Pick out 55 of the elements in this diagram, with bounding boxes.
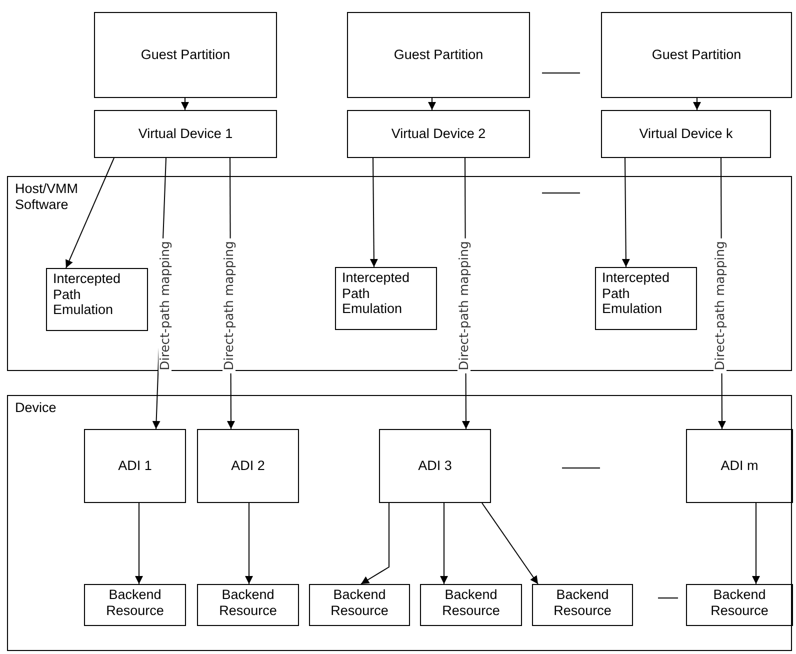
node-label: Guest Partition	[140, 47, 230, 63]
backend-resource-box	[420, 584, 522, 626]
node-label: Guest Partition	[652, 47, 742, 63]
guest-partition-box	[601, 12, 792, 98]
node-label: Intercepted Path Emulation	[53, 271, 122, 318]
adi-box	[197, 429, 299, 503]
virtual-device-box	[347, 110, 530, 158]
arrow	[440, 502, 448, 584]
node-label: ADI 3	[418, 458, 452, 474]
virtual-device-box	[601, 110, 771, 158]
adi-box	[686, 429, 793, 503]
backend-resource-box	[197, 584, 299, 626]
node-label: Backend Resource	[441, 587, 501, 618]
node-label: Host/VMM Software	[15, 181, 80, 212]
node-label: Device	[15, 400, 56, 416]
layer-band	[7, 395, 792, 651]
emulation-box	[335, 267, 437, 330]
emulation-box	[595, 267, 697, 330]
node-label: Intercepted Path Emulation	[342, 270, 411, 317]
arrow	[622, 158, 630, 268]
backend-resource-box	[686, 584, 793, 626]
arrow	[482, 502, 538, 584]
backend-resource-box	[309, 584, 410, 626]
node-label: Backend Resource	[218, 587, 278, 618]
arrow	[66, 158, 114, 268]
arrow	[370, 158, 378, 268]
guest-partition-box	[347, 12, 530, 98]
edge-label: Direct-path mapping	[159, 238, 172, 374]
emulation-box	[46, 268, 148, 331]
node-label: Intercepted Path Emulation	[602, 270, 671, 317]
backend-resource-box	[532, 584, 633, 626]
node-label: Backend Resource	[105, 587, 165, 618]
node-label: Backend Resource	[552, 587, 612, 618]
arrow	[428, 98, 436, 110]
arrow	[135, 502, 143, 584]
arrow	[360, 502, 390, 584]
node-label: Backend Resource	[330, 587, 390, 618]
edge-label: Direct-path mapping	[223, 238, 236, 374]
layer-band	[7, 176, 792, 371]
edge-label: Direct-path mapping	[458, 238, 470, 374]
node-label: Backend Resource	[710, 587, 770, 618]
adi-box	[84, 429, 186, 503]
adi-box	[379, 429, 491, 503]
arrow	[245, 502, 253, 584]
node-label: ADI m	[720, 458, 758, 474]
backend-resource-box	[84, 584, 186, 626]
arrow	[181, 98, 189, 110]
guest-partition-box	[94, 12, 277, 98]
arrow	[752, 502, 760, 584]
node-label: ADI 1	[118, 458, 152, 474]
edge-label: Direct-path mapping	[714, 238, 726, 374]
virtual-device-box	[94, 110, 277, 158]
arrow	[693, 98, 701, 110]
node-label: Guest Partition	[394, 47, 484, 63]
node-label: ADI 2	[231, 458, 265, 474]
